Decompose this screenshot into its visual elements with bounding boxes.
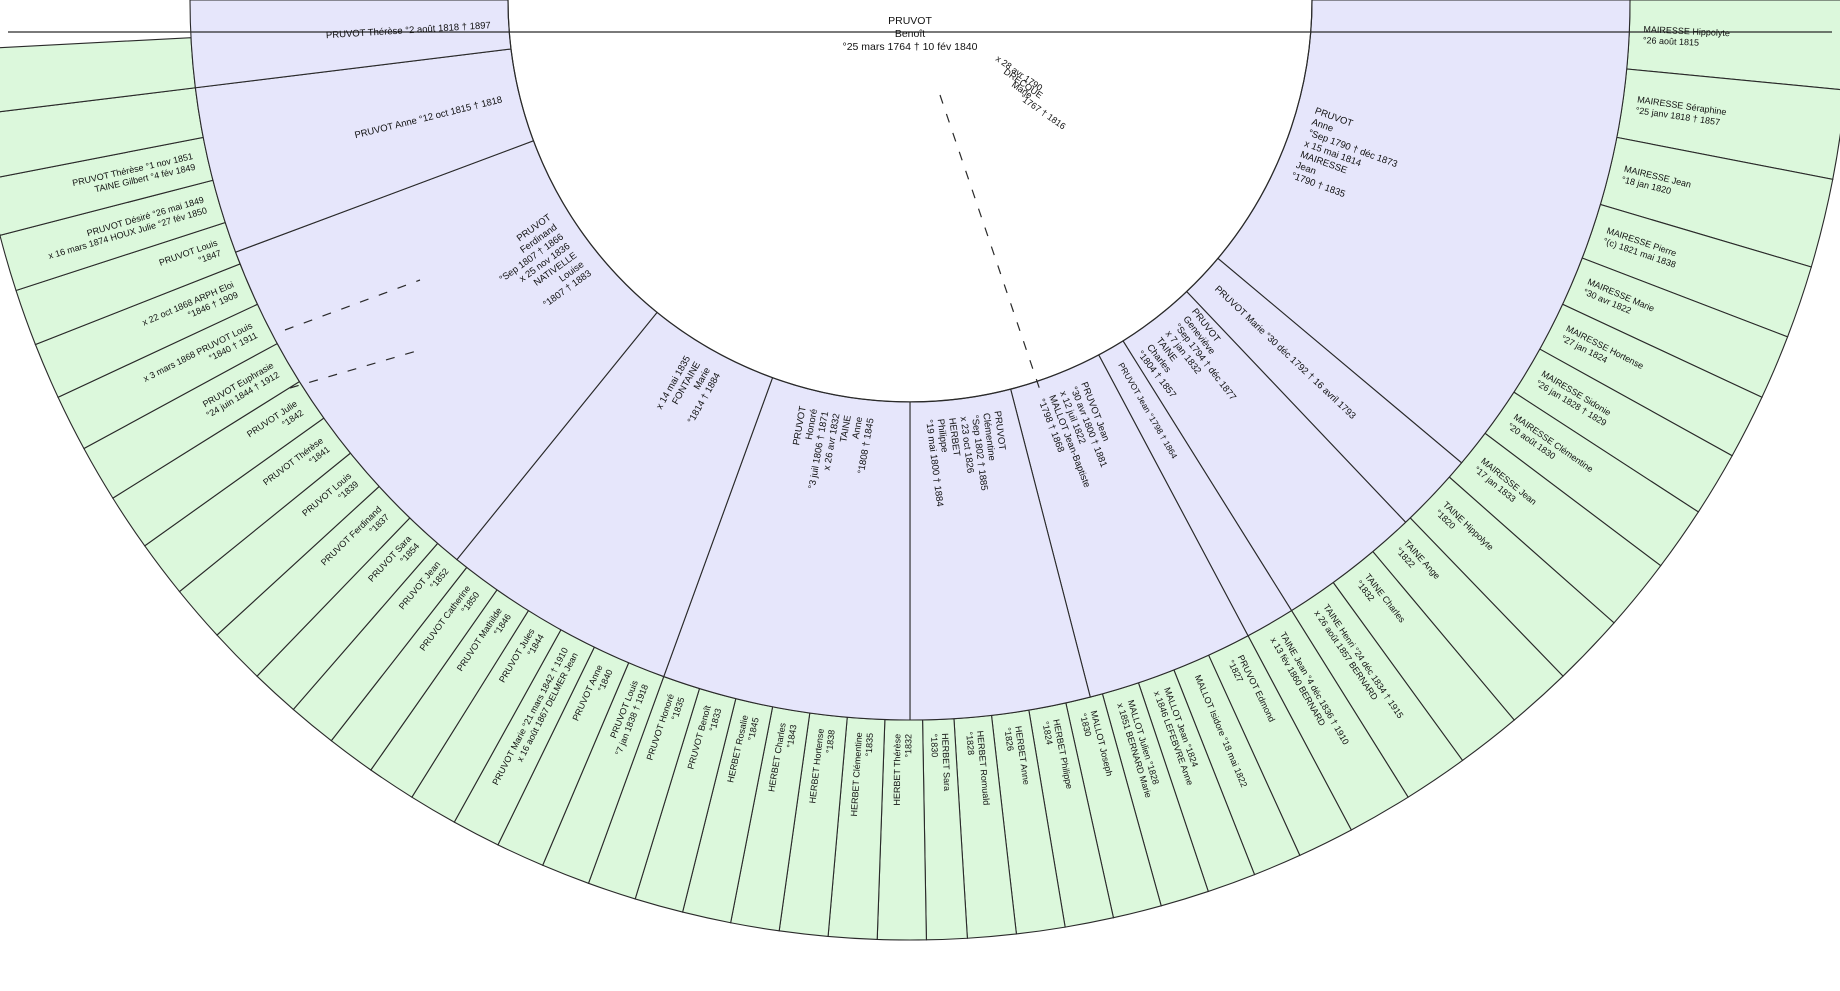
root-line: °25 mars 1764 † 10 fév 1840 [843, 41, 978, 53]
label-line: °1835 [864, 733, 875, 757]
label-line: HERBET Sara [940, 733, 952, 791]
marriage-link [284, 279, 421, 331]
label-line: PRUVOT [992, 410, 1008, 451]
marriage-link [289, 349, 421, 389]
label-line: °1845 [746, 717, 761, 742]
label-line: °1832 [903, 734, 913, 758]
fan-decorations [8, 0, 1832, 403]
label-line: TAINE [838, 415, 854, 444]
label-line: °1824 [1040, 720, 1054, 745]
label-line: °1838 [824, 729, 837, 754]
label-line: Philippe [935, 418, 950, 453]
marriage-link [939, 94, 1041, 391]
label-line: HERBET Thérèse [892, 734, 903, 806]
label-line: MAIRESSE Hippolyte [1643, 24, 1730, 38]
label-line: °26 août 1815 [1643, 35, 1700, 48]
label-line: °1843 [785, 724, 799, 749]
label-line: °1826 [1002, 727, 1015, 752]
inner-circle [507, 0, 1313, 403]
root-line: PRUVOT [888, 15, 932, 27]
label-line: °1830 [929, 733, 940, 757]
grandchild-label: MAIRESSE Hippolyte°26 août 1815 [1643, 24, 1730, 48]
label-line: HERBET [946, 417, 962, 457]
fan-sectors [0, 0, 1840, 941]
grandchild-label: HERBET Thérèse°1832 [892, 734, 914, 806]
label-line: Honoré [804, 408, 820, 441]
label-line: Anne [851, 416, 866, 440]
marriage-line: °1767 † 1816 [1018, 92, 1068, 131]
label-line: °1828 [964, 731, 976, 755]
root-line: Benoît [895, 28, 925, 40]
grandchild-label: HERBET Sara°1830 [929, 733, 952, 791]
